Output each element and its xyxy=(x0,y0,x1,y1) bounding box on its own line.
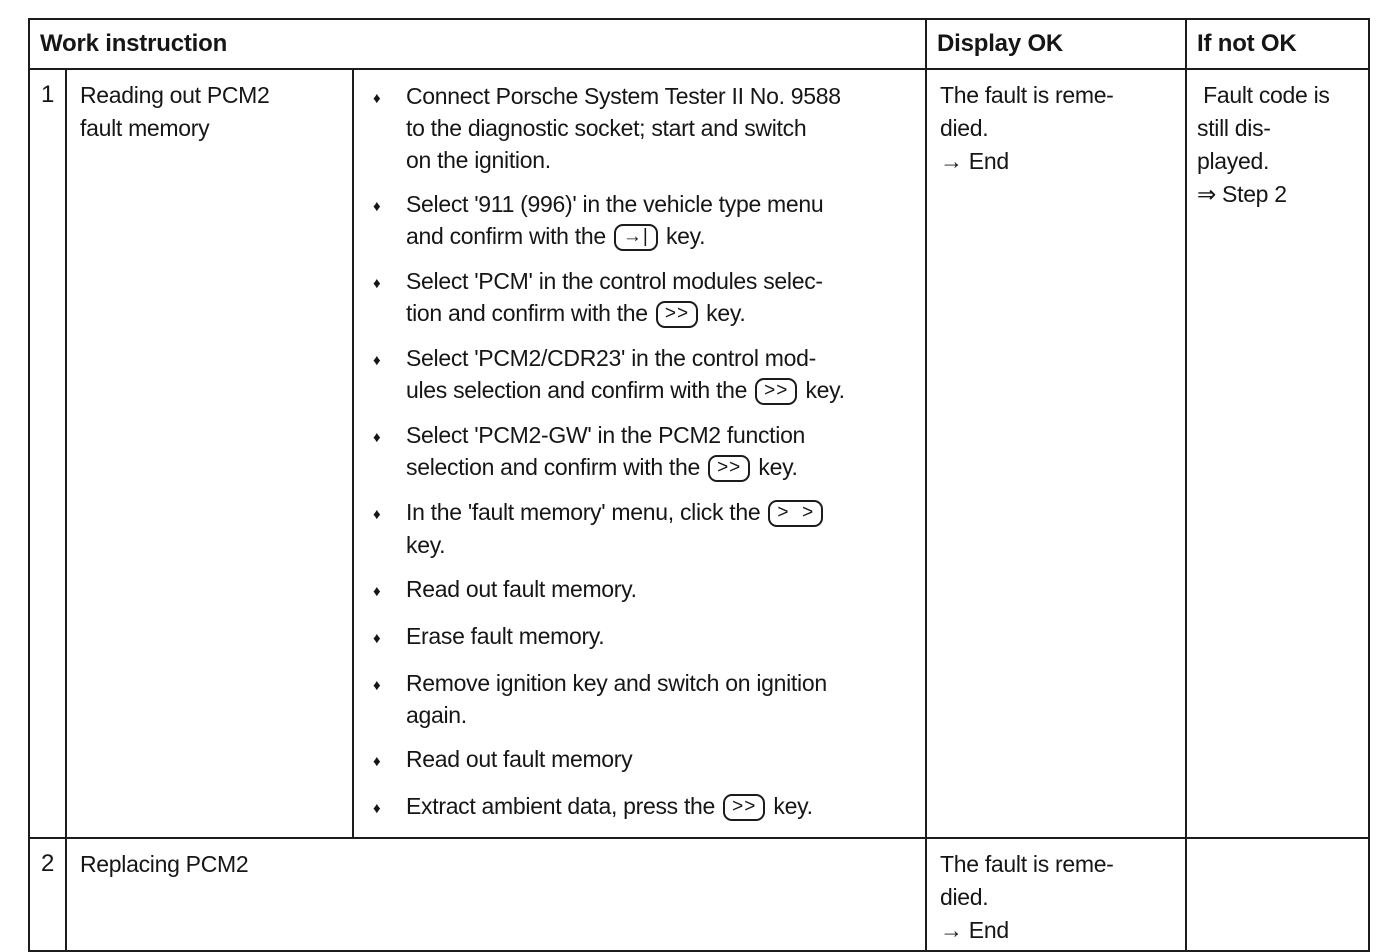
bullet-diamond-icon: ♦ xyxy=(373,800,381,817)
if-not-ok-cell xyxy=(1185,837,1370,952)
step-text: Select 'PCM2-GW' in the PCM2 function se… xyxy=(406,422,806,482)
step-text: Erase fault memory. xyxy=(406,623,605,649)
bullet-diamond-icon: ♦ xyxy=(373,677,381,694)
tester-key-icon: >> xyxy=(708,455,751,482)
work-instruction-table: Work instruction Display OK If not OK 1 … xyxy=(28,18,1370,952)
step-number: 1 xyxy=(28,68,67,839)
step-item: ♦ Extract ambient data, press the >> key. xyxy=(354,790,921,825)
table-row-step-2: 2 Replacing PCM2 The fault is reme- died… xyxy=(28,837,1370,952)
bullet-diamond-icon: ♦ xyxy=(373,583,381,600)
step-text: Remove ignition key and switch on igniti… xyxy=(406,670,827,728)
tester-key-icon: > > xyxy=(768,500,824,527)
tester-key-icon: >> xyxy=(755,378,798,405)
step-text: Read out fault memory. xyxy=(406,576,637,602)
step-item: ♦ Select 'PCM2/CDR23' in the control mod-… xyxy=(354,342,921,407)
step-item: ♦ In the 'fault memory' menu, click the >… xyxy=(354,496,921,561)
display-ok-cell: The fault is reme- died. → End xyxy=(925,837,1187,952)
tester-key-icon: >> xyxy=(723,794,766,821)
bullet-diamond-icon: ♦ xyxy=(373,352,381,369)
bullet-diamond-icon: ♦ xyxy=(373,429,381,446)
table-row-step-1: 1 Reading out PCM2 fault memory ♦ Connect… xyxy=(28,68,1370,839)
step-title: Replacing PCM2 xyxy=(65,837,927,952)
step-item: ♦ Read out fault memory. xyxy=(354,573,921,608)
step-item: ♦ Select '911 (996)' in the vehicle type … xyxy=(354,188,921,253)
header-work-instruction: Work instruction xyxy=(28,18,927,70)
step-instructions-cell: ♦ Connect Porsche System Tester II No. 95… xyxy=(352,68,927,839)
step-text: In the 'fault memory' menu, click the > … xyxy=(406,496,921,561)
bullet-diamond-icon: ♦ xyxy=(373,753,381,770)
step-text: Extract ambient data, press the >> key. xyxy=(406,793,813,821)
step-item: ♦ Select 'PCM2-GW' in the PCM2 function s… xyxy=(354,419,921,484)
bullet-diamond-icon: ♦ xyxy=(373,506,381,523)
step-item: ♦ Erase fault memory. xyxy=(354,620,921,655)
step-item: ♦ Read out fault memory xyxy=(354,743,921,778)
header-if-not-ok: If not OK xyxy=(1185,18,1370,70)
step-text: Read out fault memory xyxy=(406,746,633,772)
step-item: ♦ Select 'PCM' in the control modules sel… xyxy=(354,265,921,330)
if-not-ok-cell: Fault code is still dis- played. ⇒ Step … xyxy=(1185,68,1370,839)
header-display-ok: Display OK xyxy=(925,18,1187,70)
step-number: 2 xyxy=(28,837,67,952)
bullet-diamond-icon: ♦ xyxy=(373,198,381,215)
step-item: ♦ Remove ignition key and switch on ignit… xyxy=(354,667,921,731)
bullet-diamond-icon: ♦ xyxy=(373,90,381,107)
display-ok-cell: The fault is reme- died. → End xyxy=(925,68,1187,839)
step-text: Select 'PCM' in the control modules sele… xyxy=(406,268,823,328)
step-text: Select '911 (996)' in the vehicle type m… xyxy=(406,191,824,251)
step-text: Connect Porsche System Tester II No. 958… xyxy=(406,83,841,173)
step-text: Select 'PCM2/CDR23' in the control mod- … xyxy=(406,345,845,405)
bullet-diamond-icon: ♦ xyxy=(373,275,381,292)
table-header-row: Work instruction Display OK If not OK xyxy=(28,18,1370,70)
tester-key-icon: →| xyxy=(613,224,658,251)
step-title: Reading out PCM2 fault memory xyxy=(65,68,354,839)
steps-list: ♦ Connect Porsche System Tester II No. 95… xyxy=(354,80,921,825)
step-item: ♦ Connect Porsche System Tester II No. 95… xyxy=(354,80,921,176)
tester-key-icon: >> xyxy=(655,301,699,328)
bullet-diamond-icon: ♦ xyxy=(373,630,381,647)
